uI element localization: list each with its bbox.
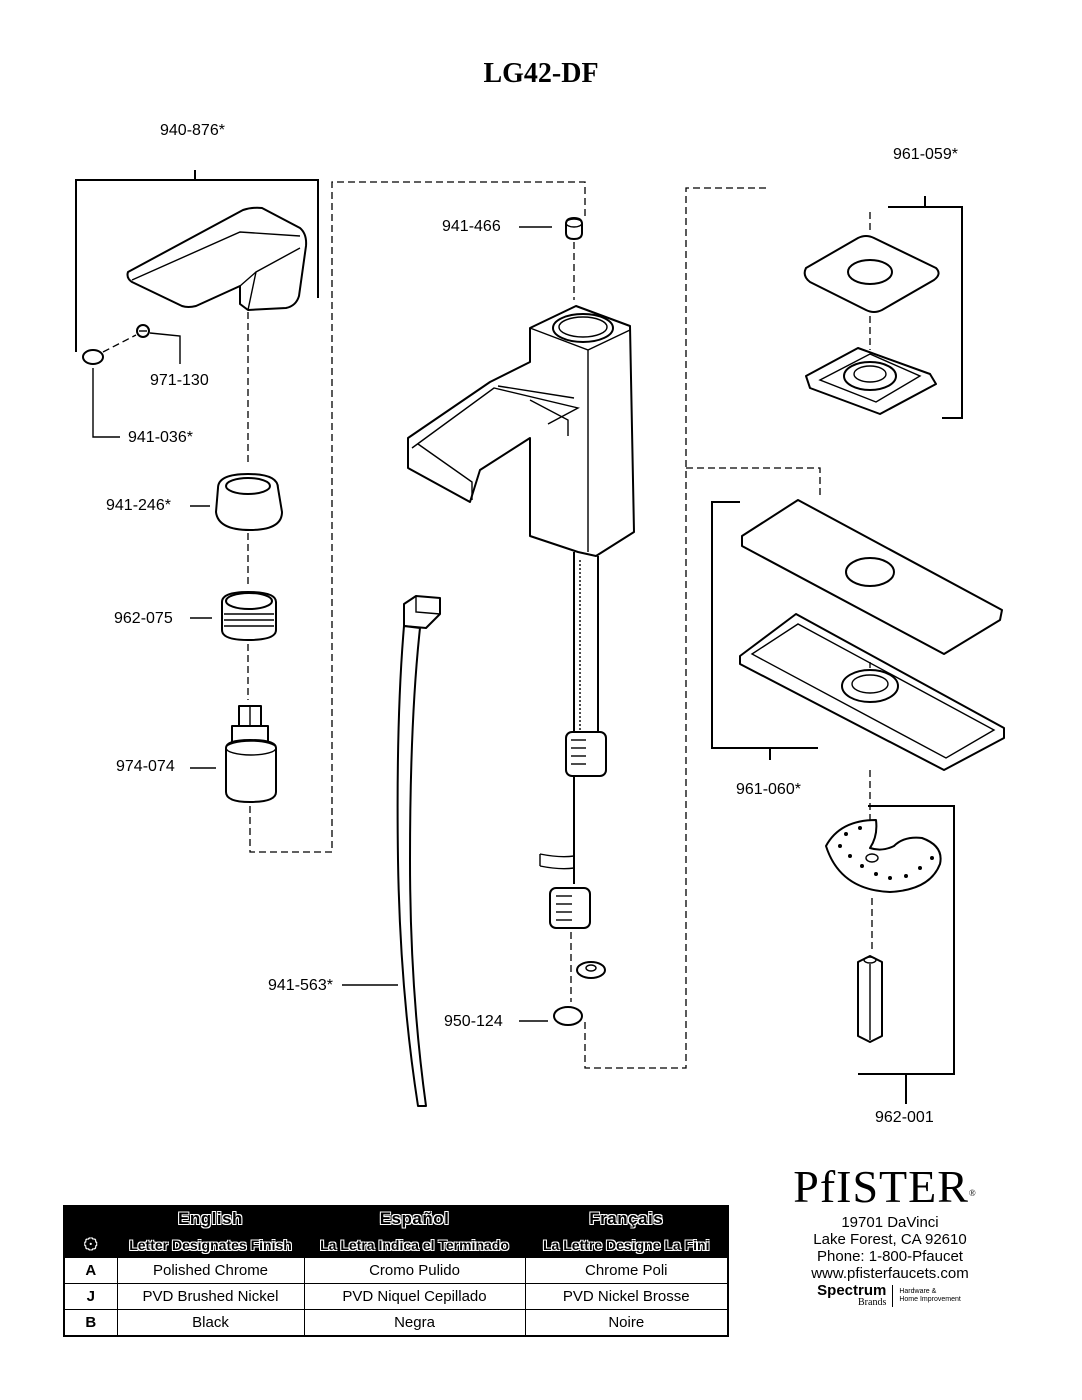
supply-rod (539, 552, 607, 929)
bracket-961-060 (711, 501, 818, 760)
spectrum-brands: Brands (858, 1297, 887, 1308)
finish-francais: PVD Nickel Brosse (524, 1283, 729, 1310)
spectrum-brands-logo: Spectrum Brands Hardware & Home Improvem… (778, 1282, 1000, 1308)
finish-symbol-icon: ❁ (63, 1231, 118, 1258)
finish-table-subheader-row: ❁ Letter Designates Finish La Letra Indi… (63, 1231, 729, 1258)
aerator-941-466 (519, 217, 583, 240)
screw-971-130 (136, 324, 181, 364)
spectrum-divider (892, 1284, 894, 1307)
finish-table: English Español Français ❁ Letter Design… (63, 1205, 729, 1337)
part-label-962-075: 962-075 (114, 610, 173, 627)
mounting-washer-962-001 (825, 819, 942, 952)
exploded-parts-diagram (75, 170, 1005, 1107)
finish-table-corner (63, 1205, 118, 1232)
nut-950-124 (519, 1006, 583, 1026)
finish-code: J (63, 1283, 118, 1310)
part-label-961-059: 961-059* (893, 146, 958, 163)
subheader-espanol: La Letra Indica el Terminado (303, 1231, 526, 1258)
finish-francais: Noire (524, 1309, 729, 1337)
brand-block: PfISTER® 19701 DaVinci Lake Forest, CA 9… (770, 1160, 1000, 1308)
part-label-941-246: 941-246* (106, 497, 171, 514)
bracket-962-001 (858, 805, 955, 1104)
left-dashed-path (249, 181, 586, 853)
deck-plate-961-060 (739, 499, 1005, 771)
header-english: English (116, 1205, 305, 1232)
finish-espanol: Cromo Pulido (303, 1257, 526, 1284)
phone-number: Phone: 1-800-Pfaucet (817, 1248, 963, 1265)
spectrum-name: Spectrum (817, 1282, 887, 1299)
right-dashed-path (686, 467, 821, 498)
lift-rod-941-563 (342, 595, 441, 1107)
address-line-1: 19701 DaVinci (841, 1214, 939, 1231)
finish-english: PVD Brushed Nickel (116, 1283, 305, 1310)
part-label-962-001: 962-001 (875, 1109, 934, 1126)
table-row: A Polished Chrome Cromo Pulido Chrome Po… (63, 1257, 729, 1284)
part-label-961-060: 961-060* (736, 781, 801, 798)
pfister-logo: PfISTER® (793, 1161, 977, 1212)
part-label-940-876: 940-876* (160, 122, 225, 139)
part-label-950-124: 950-124 (444, 1013, 503, 1030)
escutcheon-961-059 (803, 212, 940, 415)
spectrum-tagline-2: Home Improvement (899, 1295, 961, 1303)
finish-francais: Chrome Poli (524, 1257, 729, 1284)
subheader-english: Letter Designates Finish (116, 1231, 305, 1258)
subheader-francais: La Lettre Designe La Fini (524, 1231, 729, 1258)
table-row: J PVD Brushed Nickel PVD Niquel Cepillad… (63, 1283, 729, 1310)
finish-espanol: PVD Niquel Cepillado (303, 1283, 526, 1310)
nut-962-075 (190, 591, 277, 641)
part-label-941-466: 941-466 (442, 218, 501, 235)
cartridge-974-074 (190, 705, 277, 803)
mounting-rod-962-001 (857, 955, 883, 1043)
bracket-961-059 (888, 196, 963, 419)
finish-espanol: Negra (303, 1309, 526, 1337)
table-row: B Black Negra Noire (63, 1309, 729, 1337)
header-francais: Français (524, 1205, 729, 1232)
finish-code: B (63, 1309, 118, 1337)
website-link[interactable]: www.pfisterfaucets.com (811, 1265, 969, 1282)
faucet-body (407, 305, 635, 557)
part-label-971-130: 971-130 (150, 372, 209, 389)
handle-group-bracket (75, 170, 319, 352)
finish-english: Polished Chrome (116, 1257, 305, 1284)
washer-bottom (576, 961, 606, 979)
finish-table-language-row: English Español Français (63, 1205, 729, 1232)
spectrum-tagline-1: Hardware & (899, 1287, 937, 1295)
part-label-941-563: 941-563* (268, 977, 333, 994)
part-label-974-074: 974-074 (116, 758, 175, 775)
handle-940-876 (126, 206, 308, 311)
page-title: LG42-DF (483, 58, 599, 89)
finish-code: A (63, 1257, 118, 1284)
cap-941-246 (190, 473, 283, 531)
button-941-036 (82, 334, 137, 438)
header-espanol: Español (303, 1205, 526, 1232)
address-line-2: Lake Forest, CA 92610 (813, 1231, 967, 1248)
finish-english: Black (116, 1309, 305, 1337)
center-dashed-path (584, 187, 770, 1069)
part-label-941-036: 941-036* (128, 429, 193, 446)
